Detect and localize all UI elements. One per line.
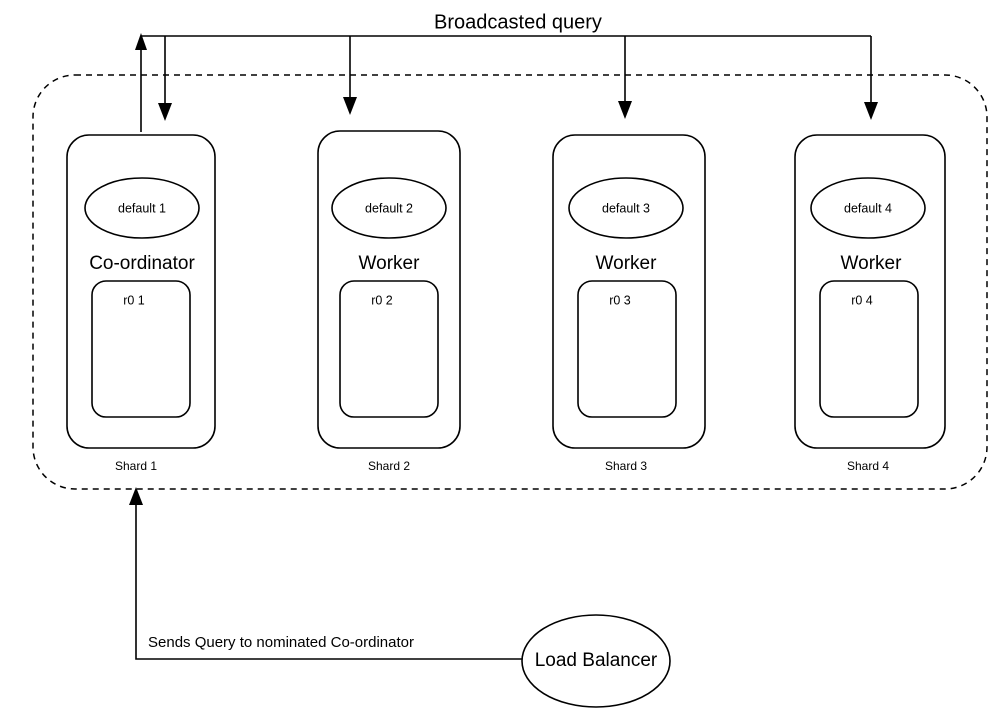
load-balancer-group[interactable]: Load Balancer <box>521 614 671 708</box>
shard-1-group[interactable]: default 1 Co-ordinator r0 1 Shard 1 <box>66 134 216 473</box>
arrow-down-icon-shard-1 <box>158 103 172 121</box>
shard-4-caption: Shard 4 <box>847 459 889 473</box>
load-balancer-connector-group: Sends Query to nominated Co-ordinator <box>129 487 522 660</box>
load-balancer-ellipse[interactable] <box>521 614 671 708</box>
shard-2-caption: Shard 2 <box>368 459 410 473</box>
shard-1-database-label: default 1 <box>118 201 166 215</box>
shard-4-role-label: Worker <box>841 253 903 274</box>
shard-3-role-label: Worker <box>596 253 658 274</box>
shard-3-database-ellipse[interactable] <box>568 177 684 239</box>
shard-4-replica-box[interactable] <box>819 280 919 418</box>
shard-1-replica-box[interactable] <box>91 280 191 418</box>
shard-4-database-label: default 4 <box>844 201 892 215</box>
shard-3-caption: Shard 3 <box>605 459 647 473</box>
page-title: Broadcasted query <box>434 11 602 33</box>
shard-3-replica-label: r0 3 <box>609 293 631 307</box>
shard-3-replica-box[interactable] <box>577 280 677 418</box>
load-balancer-connector-line <box>135 498 522 660</box>
arrow-down-icon-shard-3 <box>618 101 632 119</box>
arrow-down-icon-shard-2 <box>343 97 357 115</box>
arrow-down-icon-shard-4 <box>864 102 878 120</box>
shard-2-role-label: Worker <box>359 253 421 274</box>
shard-2-database-label: default 2 <box>365 201 413 215</box>
shard-4-database-ellipse[interactable] <box>810 177 926 239</box>
shard-1-caption: Shard 1 <box>115 459 157 473</box>
cluster-boundary <box>32 74 988 490</box>
shard-1-role-label: Co-ordinator <box>89 253 195 274</box>
shard-4-group[interactable]: default 4 Worker r0 4 Shard 4 <box>794 134 946 473</box>
load-balancer-edge-label: Sends Query to nominated Co-ordinator <box>148 634 414 651</box>
shard-2-group[interactable]: default 2 Worker r0 2 Shard 2 <box>317 130 461 473</box>
arrow-up-icon-coordinator <box>135 33 147 50</box>
shard-3-group[interactable]: default 3 Worker r0 3 Shard 3 <box>552 134 706 473</box>
shard-3-database-label: default 3 <box>602 201 650 215</box>
shard-2-replica-label: r0 2 <box>371 293 393 307</box>
broadcast-bus-group <box>135 33 878 132</box>
shard-4-replica-label: r0 4 <box>851 293 873 307</box>
shard-2-database-ellipse[interactable] <box>331 177 447 239</box>
shard-1-database-ellipse[interactable] <box>84 177 200 239</box>
arrow-up-icon-load-balancer <box>129 487 143 505</box>
load-balancer-label: Load Balancer <box>535 650 658 671</box>
shard-1-replica-label: r0 1 <box>123 293 145 307</box>
shard-2-replica-box[interactable] <box>339 280 439 418</box>
